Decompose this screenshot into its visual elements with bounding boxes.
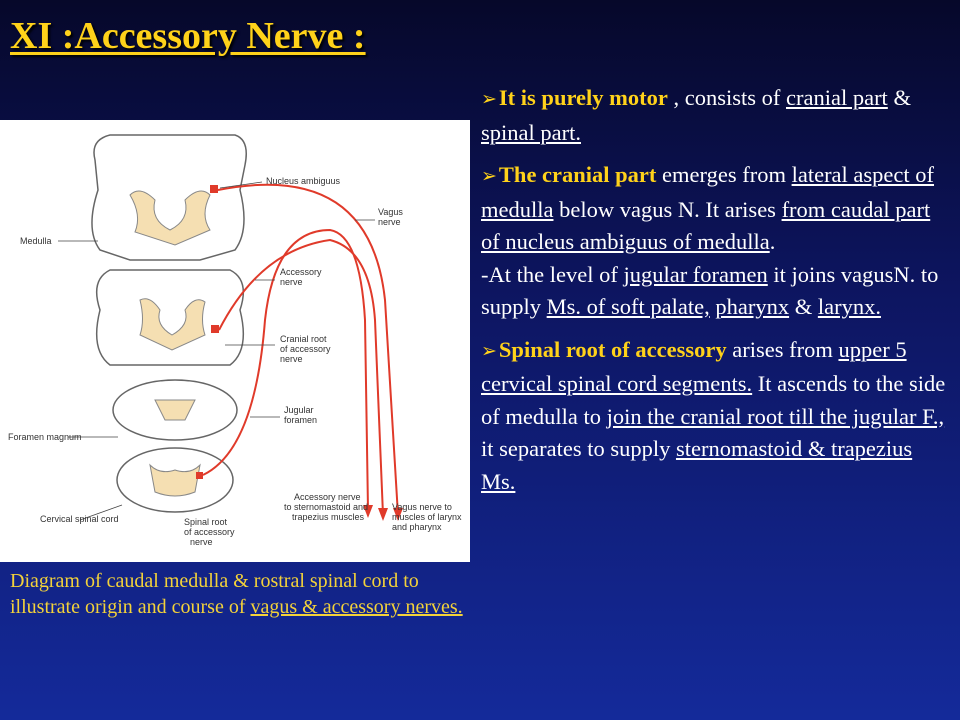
label-medulla: Medulla bbox=[20, 236, 52, 246]
leader-nucleus bbox=[219, 181, 263, 189]
p4-t2: It ascends to the side of medulla to bbox=[481, 371, 946, 429]
label-acc-muscles-3: trapezius muscles bbox=[292, 512, 365, 522]
arrowhead-bullet-icon: ➢ bbox=[481, 166, 497, 187]
paragraph-jugular-foramen: -At the level of jugular foramen it join… bbox=[481, 259, 951, 324]
p3-u1: jugular foramen bbox=[623, 261, 768, 287]
label-vagus-muscles-3: and pharynx bbox=[392, 522, 442, 532]
p4-bold: Spinal root of accessory bbox=[498, 336, 727, 362]
medulla-upper-gray bbox=[129, 190, 211, 246]
label-cervical-cord: Cervical spinal cord bbox=[40, 514, 119, 524]
p1-bold: It is purely motor bbox=[498, 85, 668, 110]
paragraph-purely-motor: ➢It is purely motor , consists of crania… bbox=[481, 82, 951, 149]
label-jugular-2: foramen bbox=[284, 415, 317, 425]
diagram-caption: Diagram of caudal medulla & rostral spin… bbox=[10, 568, 465, 620]
arrow-vagus-2 bbox=[393, 508, 403, 521]
vagus-nerve-path bbox=[217, 183, 399, 516]
p2-t2: below vagus N. It arises bbox=[553, 196, 782, 222]
p3-u3: pharynx bbox=[715, 294, 790, 319]
arrow-accessory bbox=[363, 505, 373, 518]
label-cranial-root-2: of accessory bbox=[280, 344, 331, 354]
label-cranial-root-1: Cranial root bbox=[280, 334, 327, 344]
p4-t1: arises from bbox=[726, 336, 839, 362]
cranial-root-path bbox=[218, 238, 384, 516]
label-accessory-1: Accessory bbox=[280, 267, 322, 277]
cord-upper-section bbox=[112, 379, 238, 441]
label-foramen-magnum: Foramen magnum bbox=[8, 432, 82, 442]
label-vagus-muscles-1: Vagus nerve to bbox=[392, 502, 452, 512]
p4-u3: sternomastoid & trapezius Ms. bbox=[481, 436, 913, 494]
nucleus-ambiguus-mark bbox=[210, 185, 218, 193]
p3-t2: it joins vagusN. to supply bbox=[481, 261, 939, 320]
p3-u2: Ms. of soft palate, bbox=[546, 294, 710, 319]
label-acc-muscles-2: to sternomastoid and bbox=[284, 502, 368, 512]
spinal-root-path bbox=[202, 228, 369, 511]
label-vagus-muscles-2: muscles of larynx bbox=[392, 512, 462, 522]
p4-u1: upper 5 cervical spinal cord segments. bbox=[481, 336, 907, 397]
label-spinal-root-2: of accessory bbox=[184, 527, 235, 537]
medulla-middle-section bbox=[95, 269, 245, 366]
p2-t3: . bbox=[769, 229, 776, 254]
p3-t1: -At the level of bbox=[481, 261, 624, 287]
p2-u2: from caudal part of nucleus ambiguus of … bbox=[481, 196, 931, 255]
label-accessory-2: nerve bbox=[280, 277, 303, 287]
p2-bold: The cranial part bbox=[498, 162, 657, 187]
p1-u2: spinal part. bbox=[481, 119, 581, 145]
spinal-root-nucleus-mark bbox=[196, 472, 203, 479]
slide-title: XI :Accessory Nerve : bbox=[10, 15, 366, 57]
cervical-cord-gray bbox=[149, 463, 201, 497]
label-spinal-root-1: Spinal root bbox=[184, 517, 228, 527]
p1-t1: , consists of bbox=[667, 85, 786, 110]
label-cranial-root-3: nerve bbox=[280, 354, 303, 364]
cord-upper-gray bbox=[154, 399, 196, 421]
p2-t1: emerges from bbox=[656, 162, 792, 187]
arrowhead-bullet-icon: ➢ bbox=[481, 340, 497, 362]
p1-t2: & bbox=[887, 85, 911, 110]
caption-text: Diagram of caudal medulla & rostral spin… bbox=[10, 570, 419, 618]
cervical-cord-section bbox=[116, 447, 234, 513]
p3-t4: & bbox=[789, 294, 818, 319]
p3-u4: larynx. bbox=[817, 294, 881, 319]
p4-t3: it separates to supply bbox=[481, 436, 676, 461]
label-nucleus-ambiguus: Nucleus ambiguus bbox=[266, 176, 341, 186]
label-acc-muscles-1: Accessory nerve bbox=[294, 492, 361, 502]
label-jugular-1: Jugular bbox=[284, 405, 314, 415]
p2-u1: lateral aspect of medulla bbox=[481, 162, 935, 222]
slide-body: ➢It is purely motor , consists of crania… bbox=[481, 82, 951, 508]
arrow-vagus-1 bbox=[378, 508, 388, 521]
label-vagus-2: nerve bbox=[378, 217, 401, 227]
medulla-middle-gray bbox=[139, 298, 206, 351]
p4-u2: join the cranial root till the jugular F… bbox=[606, 403, 945, 429]
leader-cervical bbox=[79, 504, 123, 521]
nerve-diagram: Nucleus ambiguus Medulla Vagus nerve Acc… bbox=[0, 120, 470, 562]
arrowhead-bullet-icon: ➢ bbox=[481, 89, 497, 110]
paragraph-cranial-part: ➢The cranial part emerges from lateral a… bbox=[481, 159, 951, 259]
label-spinal-root-3: nerve bbox=[190, 537, 213, 547]
nerve-diagram-svg: Nucleus ambiguus Medulla Vagus nerve Acc… bbox=[8, 134, 462, 547]
p1-u1: cranial part bbox=[786, 85, 888, 110]
caption-underlined: vagus & accessory nerves. bbox=[250, 596, 463, 618]
label-vagus-1: Vagus bbox=[378, 207, 403, 217]
cranial-root-nucleus-mark bbox=[211, 325, 219, 333]
medulla-upper-section bbox=[91, 134, 247, 261]
paragraph-spinal-root: ➢Spinal root of accessory arises from up… bbox=[481, 334, 951, 499]
